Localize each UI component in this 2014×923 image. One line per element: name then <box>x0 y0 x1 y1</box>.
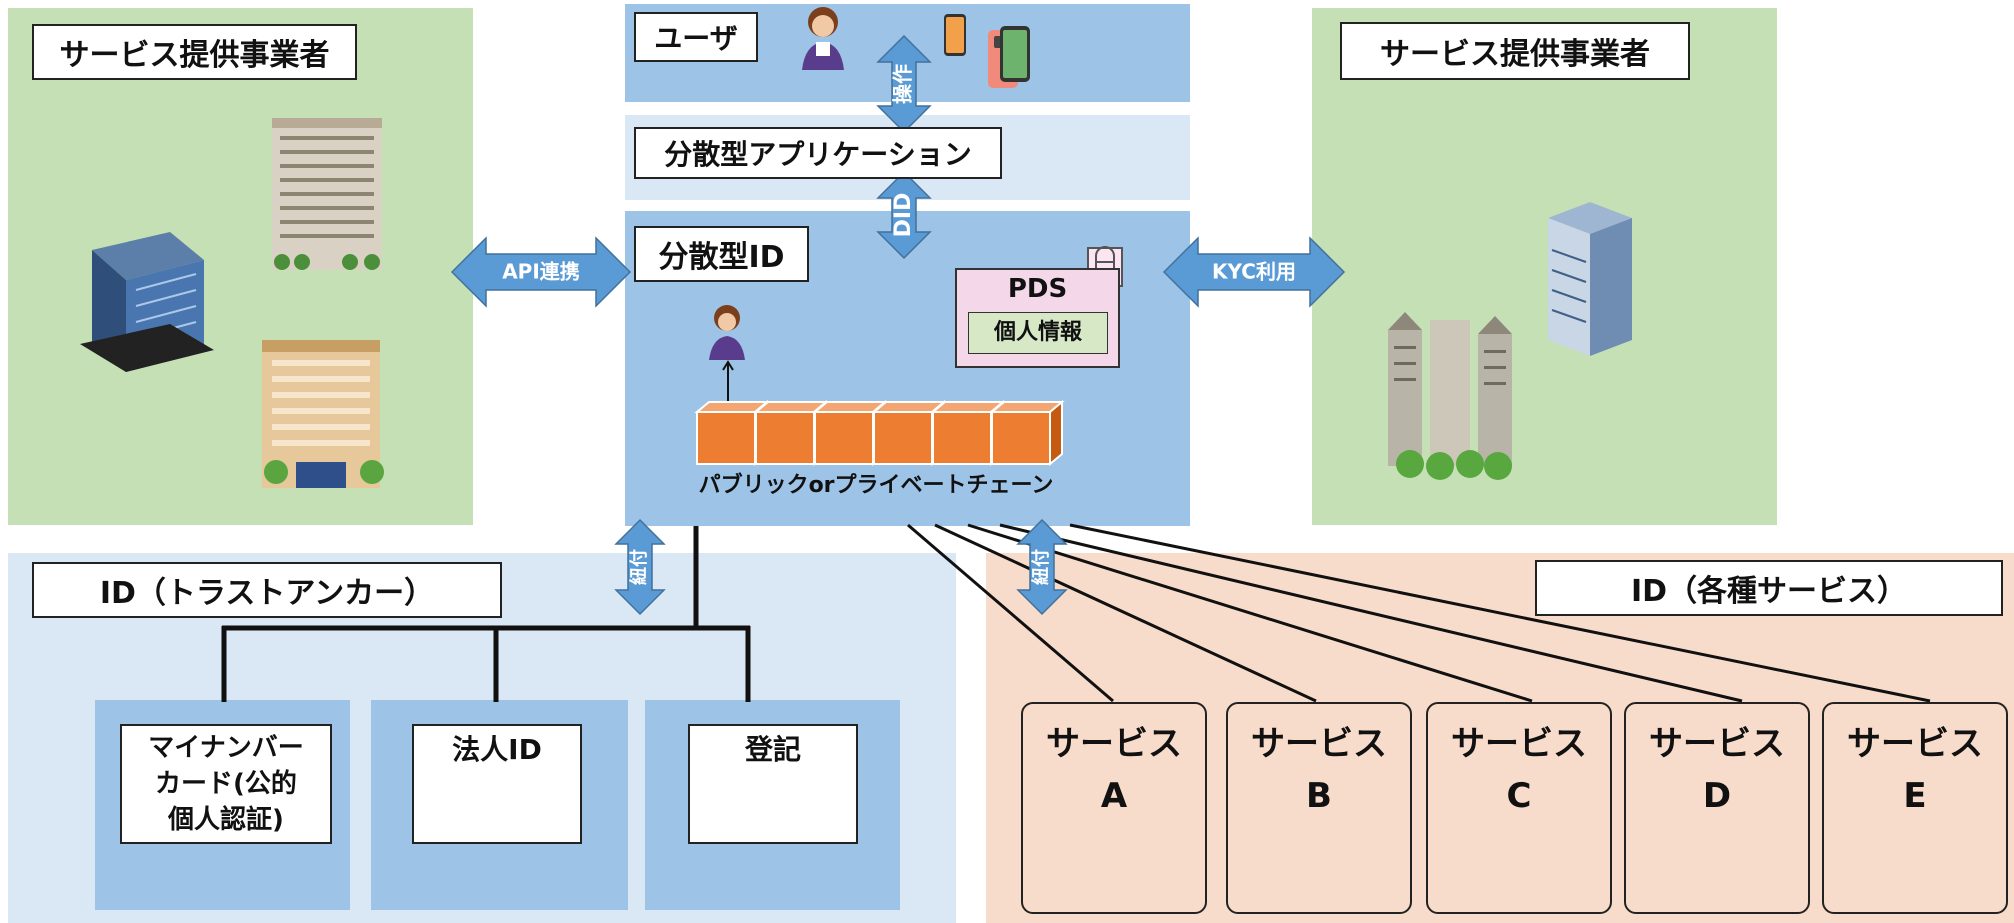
smartphone-icon-1 <box>944 14 966 56</box>
user-title: ユーザ <box>634 12 758 62</box>
service-d-letter: D <box>1702 776 1732 816</box>
link-arrow-right-label: 紐付 <box>1030 549 1052 585</box>
mynumber-card: マイナンバー カード(公的 個人認証) <box>120 724 332 844</box>
service-a-letter: A <box>1100 776 1128 816</box>
service-box-b: サービス B <box>1226 702 1412 914</box>
service-d-name: サービス <box>1649 724 1785 764</box>
registry-label: 登記 <box>744 733 801 766</box>
service-b-name: サービス <box>1251 724 1387 764</box>
app-title: 分散型アプリケーション <box>634 127 1002 179</box>
smartphone-icon-3 <box>1000 26 1030 82</box>
service-box-a: サービス A <box>1021 702 1207 914</box>
right-provider-title: サービス提供事業者 <box>1340 22 1690 80</box>
api-arrow <box>450 236 632 308</box>
corporate-id-label: 法人ID <box>452 733 542 766</box>
office-building-icon-5 <box>1388 312 1512 480</box>
services-title: ID（各種サービス） <box>1535 560 2003 616</box>
service-c-name: サービス <box>1451 724 1587 764</box>
left-provider-title: サービス提供事業者 <box>32 24 357 80</box>
service-c-letter: C <box>1506 776 1532 816</box>
service-box-d: サービス D <box>1624 702 1810 914</box>
link-arrow-right <box>1016 518 1068 616</box>
office-building-icon-3 <box>262 340 384 488</box>
fan-line-b <box>934 523 1317 703</box>
did-arrow-label: DID <box>891 193 916 238</box>
kyc-arrow <box>1162 236 1346 308</box>
mynumber-line-2: カード(公的 <box>155 769 297 799</box>
blockchain <box>694 399 1065 467</box>
link-arrow-left <box>614 518 666 616</box>
service-e-letter: E <box>1903 776 1927 816</box>
office-building-icon-2 <box>272 118 382 270</box>
pds-title: PDS <box>1007 274 1068 304</box>
did-title: 分散型ID <box>634 226 809 282</box>
chain-label: パブリックorプライベートチェーン <box>699 472 1054 498</box>
service-box-c: サービス C <box>1426 702 1612 914</box>
service-box-e: サービス E <box>1822 702 2008 914</box>
left-provider-panel <box>8 8 473 525</box>
mynumber-line-1: マイナンバー <box>148 733 304 763</box>
office-building-icon-1 <box>80 232 214 372</box>
fan-line-e <box>1069 523 1931 703</box>
registry-card: 登記 <box>688 724 858 844</box>
service-b-letter: B <box>1306 776 1332 816</box>
office-building-icon-4 <box>1548 202 1632 356</box>
service-e-name: サービス <box>1847 724 1983 764</box>
fan-line-a <box>907 523 1114 703</box>
block-6 <box>989 399 1065 467</box>
kyc-arrow-label: KYC利用 <box>1212 260 1296 284</box>
api-arrow-label: API連携 <box>502 260 580 284</box>
mynumber-line-3: 個人認証) <box>168 805 284 835</box>
did-person-icon <box>709 305 745 360</box>
link-arrow-left-label: 紐付 <box>628 549 650 585</box>
fan-line-d <box>999 523 1743 703</box>
pds-content: 個人情報 <box>968 312 1108 354</box>
did-arrow <box>876 170 932 260</box>
corporate-id-card: 法人ID <box>412 724 582 844</box>
fan-line-c <box>967 523 1533 703</box>
service-a-name: サービス <box>1046 724 1182 764</box>
operate-arrow-label: 操作 <box>891 64 915 104</box>
trust-anchor-title: ID（トラストアンカー） <box>32 562 502 618</box>
user-person-icon <box>802 7 844 70</box>
